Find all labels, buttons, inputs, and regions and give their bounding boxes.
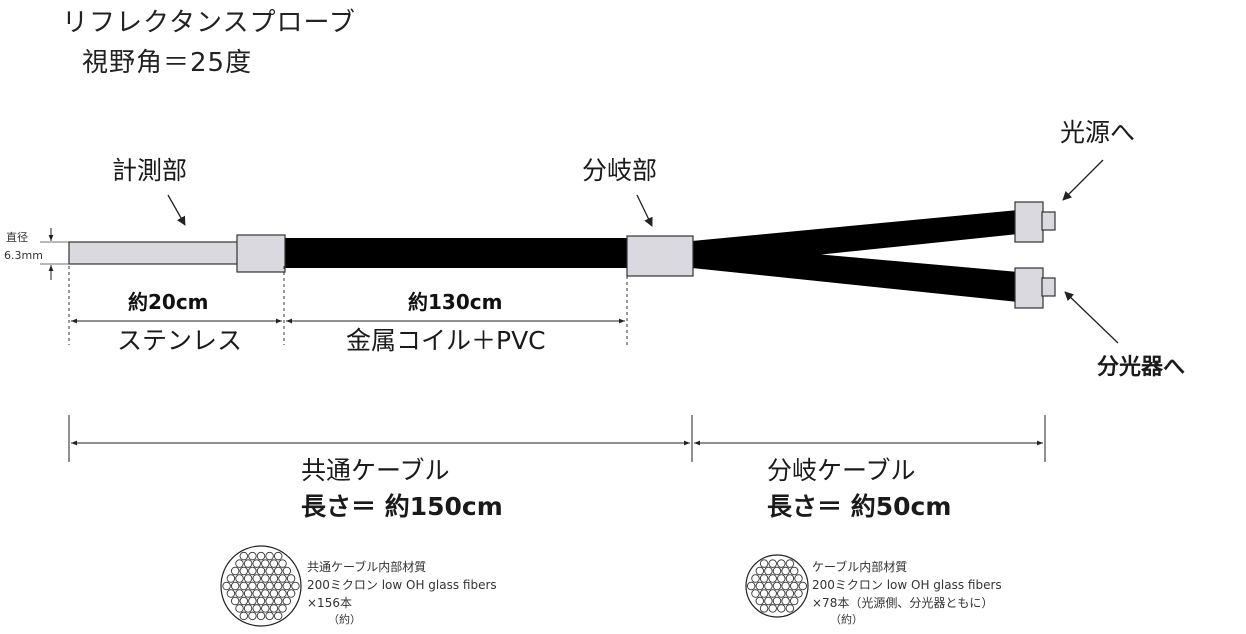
steel-material: ステンレス — [117, 326, 243, 355]
steel-length: 約20cm — [128, 290, 209, 314]
common-cable-body — [284, 238, 627, 268]
coil-length: 約130cm — [408, 290, 503, 314]
diameter-label: 直径 — [6, 231, 28, 244]
light-source-arrow — [1062, 159, 1104, 201]
branch-part-label: 分岐部 — [582, 156, 658, 185]
cable-dimensions — [68, 415, 1046, 462]
to-spectrometer-label: 分光器へ — [1097, 355, 1186, 380]
measure-part-label: 計測部 — [112, 156, 188, 185]
common-fiber-approx: （約） — [328, 613, 361, 626]
probe-title: リフレクタンスプローブ — [62, 8, 356, 38]
common-fiber-bundle-icon — [220, 545, 302, 627]
coil-material: 金属コイル＋PVC — [346, 326, 546, 355]
view-angle: 視野角＝25度 — [82, 48, 253, 78]
branch-fiber-bundle-icon — [745, 554, 809, 618]
tip-connector — [236, 234, 286, 273]
light-source-connector — [1014, 201, 1056, 243]
common-fiber-note-2: 200ミクロン low OH glass fibers — [307, 578, 497, 592]
branch-fiber-note-2: 200ミクロン low OH glass fibers — [812, 578, 1002, 592]
common-fiber-note-1: 共通ケーブル内部材質 — [307, 560, 427, 574]
branch-part-arrow — [636, 194, 653, 227]
extension-lines — [68, 266, 628, 345]
spectrometer-arrow — [1064, 291, 1119, 344]
common-cable-name: 共通ケーブル — [301, 456, 450, 485]
diameter-indicator — [40, 228, 69, 280]
branch-cable-lower — [692, 243, 1018, 302]
to-light-source-label: 光源へ — [1060, 118, 1136, 147]
branch-connector — [626, 235, 694, 277]
common-cable-length: 長さ＝ 約150cm — [301, 492, 503, 521]
branch-fiber-approx: （約） — [830, 613, 863, 626]
stainless-tip — [68, 241, 240, 265]
branch-fiber-note-1: ケーブル内部材質 — [812, 560, 908, 574]
branch-cable-name: 分岐ケーブル — [767, 456, 916, 485]
diameter-value: 6.3mm — [4, 249, 43, 262]
measure-part-arrow — [167, 194, 186, 226]
spectrometer-connector — [1014, 267, 1056, 309]
common-fiber-note-3: ×156本 — [307, 596, 352, 610]
branch-fiber-note-3: ×78本（光源側、分光器ともに） — [812, 596, 994, 610]
branch-cable-length: 長さ＝ 約50cm — [767, 492, 952, 521]
